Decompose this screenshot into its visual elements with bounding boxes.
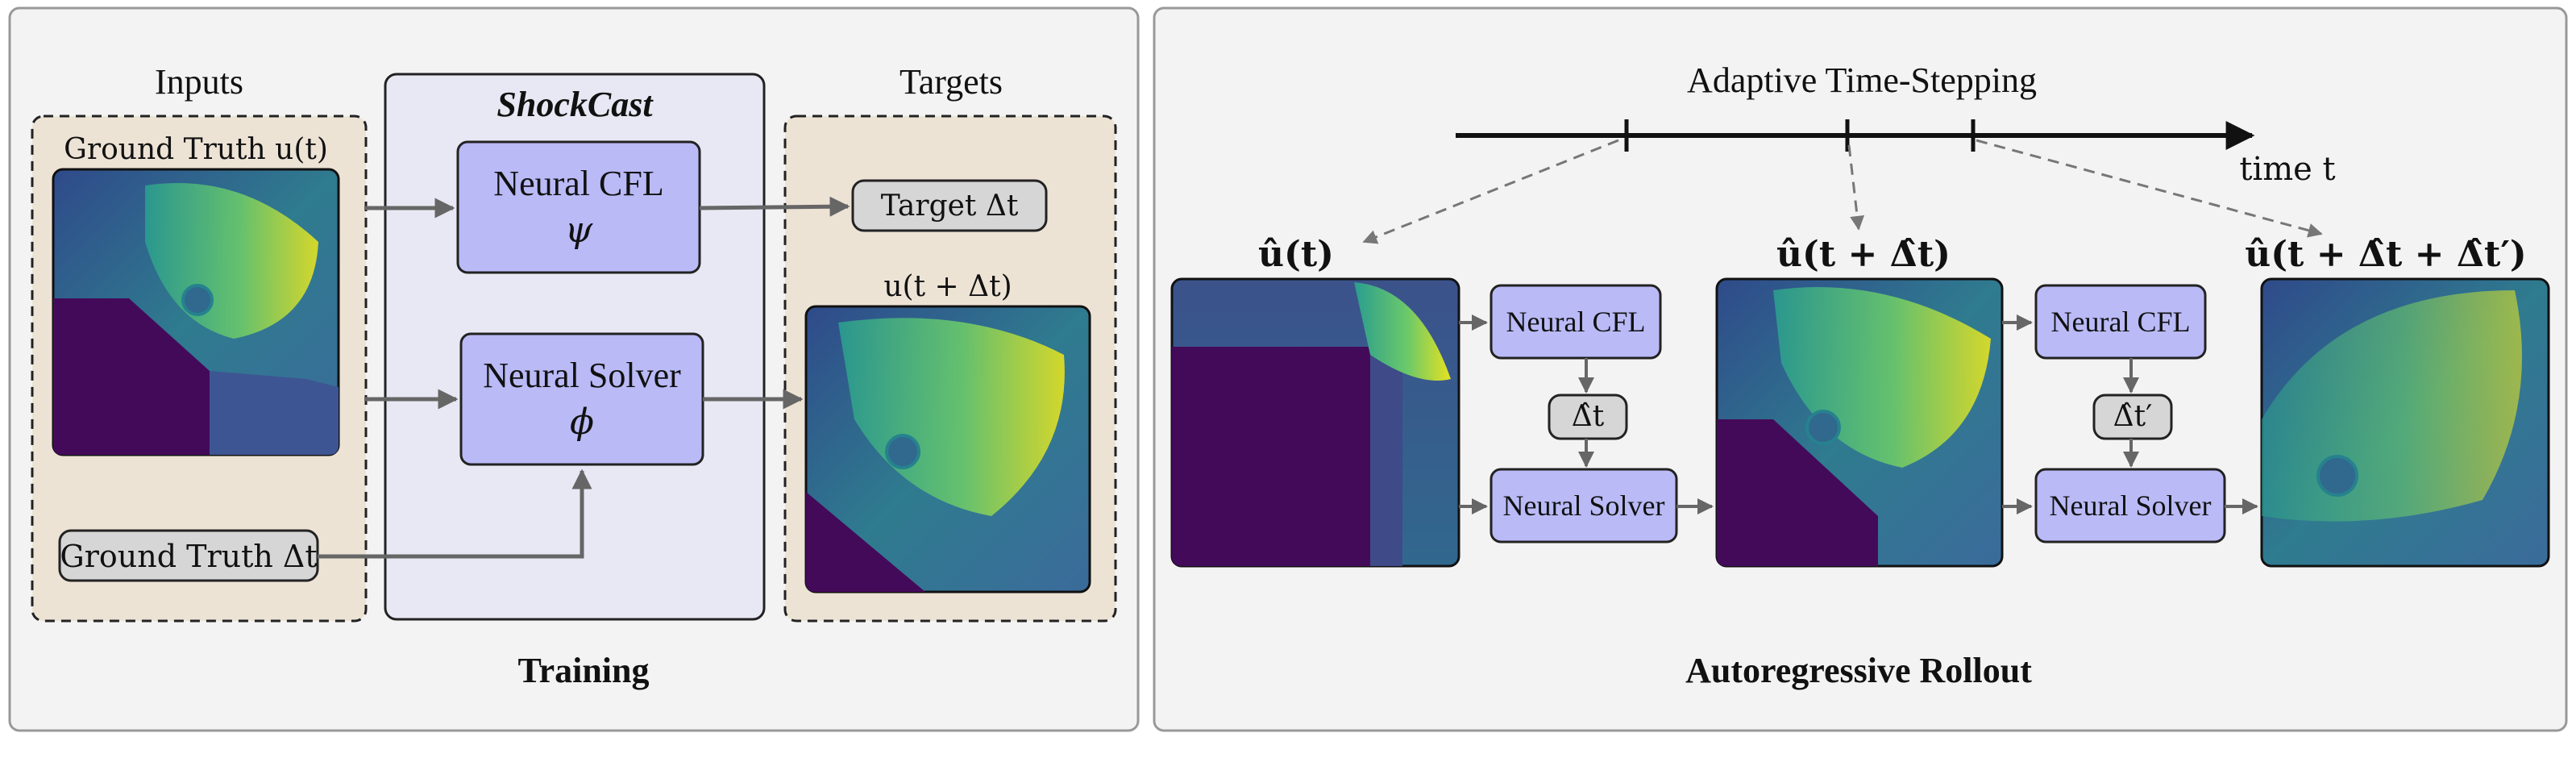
state-image-3: [2260, 277, 2550, 568]
state-label-3: û(t + Δ̂t + Δ̂t′): [2245, 234, 2527, 275]
targets-heading: Targets: [899, 62, 1003, 102]
rollout-title: Autoregressive Rollout: [1685, 651, 2032, 690]
dashed-tick2-to-state2: [1847, 144, 1865, 231]
target-dt-label: Target Δt: [880, 190, 1019, 223]
timeline-title: Adaptive Time-Stepping: [1687, 60, 2037, 100]
training-neural-cfl-name: Neural CFL: [493, 164, 664, 203]
rollout-neural-cfl-label-2: Neural CFL: [2050, 306, 2191, 338]
training-neural-cfl-box: [456, 140, 701, 274]
target-dt-pill: [851, 179, 1048, 232]
training-title: Training: [517, 651, 650, 690]
dashed-tick1-to-state1: [1362, 139, 1619, 244]
ground-truth-dt-label: Ground Truth Δt: [60, 539, 318, 574]
rollout-neural-cfl-label-1: Neural CFL: [1506, 306, 1646, 338]
rollout-neural-cfl-box-2: [2034, 284, 2207, 360]
target-u-image: [804, 305, 1091, 593]
shockcast-heading: ShockCast: [497, 85, 653, 124]
inputs-heading: Inputs: [155, 62, 243, 102]
state-label-2: û(t + Δ̂t): [1776, 234, 1951, 275]
dashed-tick3-to-state3: [1976, 139, 2323, 238]
rollout-neural-solver-label-2: Neural Solver: [2049, 489, 2212, 522]
state-image-2: [1715, 277, 2004, 568]
timeline-ticks: [1624, 119, 1976, 152]
rollout-neural-solver-label-1: Neural Solver: [1502, 489, 1665, 522]
target-u-label: u(t + Δt): [883, 270, 1012, 303]
arrow-dt-to-solver: [318, 469, 592, 559]
ground-truth-u-label: Ground Truth u(t): [64, 133, 328, 166]
rollout-neural-cfl-box-1: [1490, 284, 1662, 360]
training-neural-cfl-symbol: ψ: [564, 210, 593, 251]
state-label-1: û(t): [1258, 234, 1334, 275]
arrow-cfl-to-target-dt: [699, 196, 850, 217]
state-image-1: [1170, 277, 1460, 568]
time-axis-label: time t: [2239, 151, 2336, 188]
training-neural-solver-box: [459, 332, 704, 466]
ground-truth-image: [52, 168, 340, 456]
training-neural-solver-name: Neural Solver: [483, 356, 681, 395]
rollout-dt-label-2: Δ̂t′: [2113, 400, 2153, 433]
rollout-dt-label-1: Δ̂t: [1571, 400, 1605, 433]
training-neural-solver-symbol: ϕ: [570, 402, 594, 443]
